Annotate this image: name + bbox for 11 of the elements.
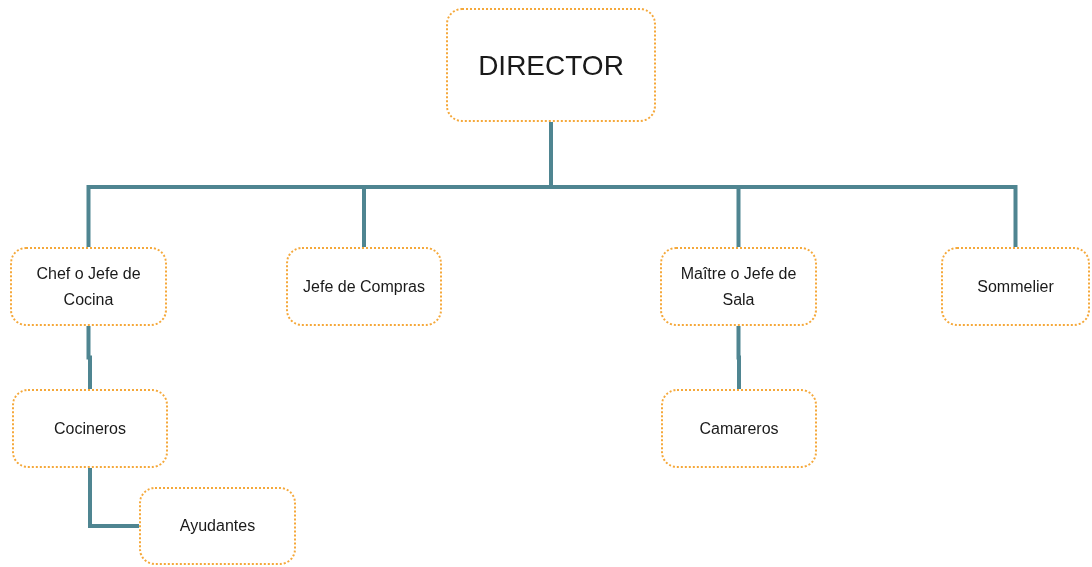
position-box: DIRECTOR: [446, 8, 656, 122]
position-box: Cocineros: [12, 389, 168, 468]
position-box: Chef o Jefe de Cocina: [10, 247, 167, 326]
position-box: Camareros: [661, 389, 817, 468]
position-box: Maître o Jefe de Sala: [660, 247, 817, 326]
position-box: Ayudantes: [139, 487, 296, 565]
connector-line: [86, 326, 92, 389]
position-box: Sommelier: [941, 247, 1090, 326]
position-box: Jefe de Compras: [286, 247, 442, 326]
connector-line: [736, 326, 741, 389]
connector-line: [88, 468, 139, 528]
